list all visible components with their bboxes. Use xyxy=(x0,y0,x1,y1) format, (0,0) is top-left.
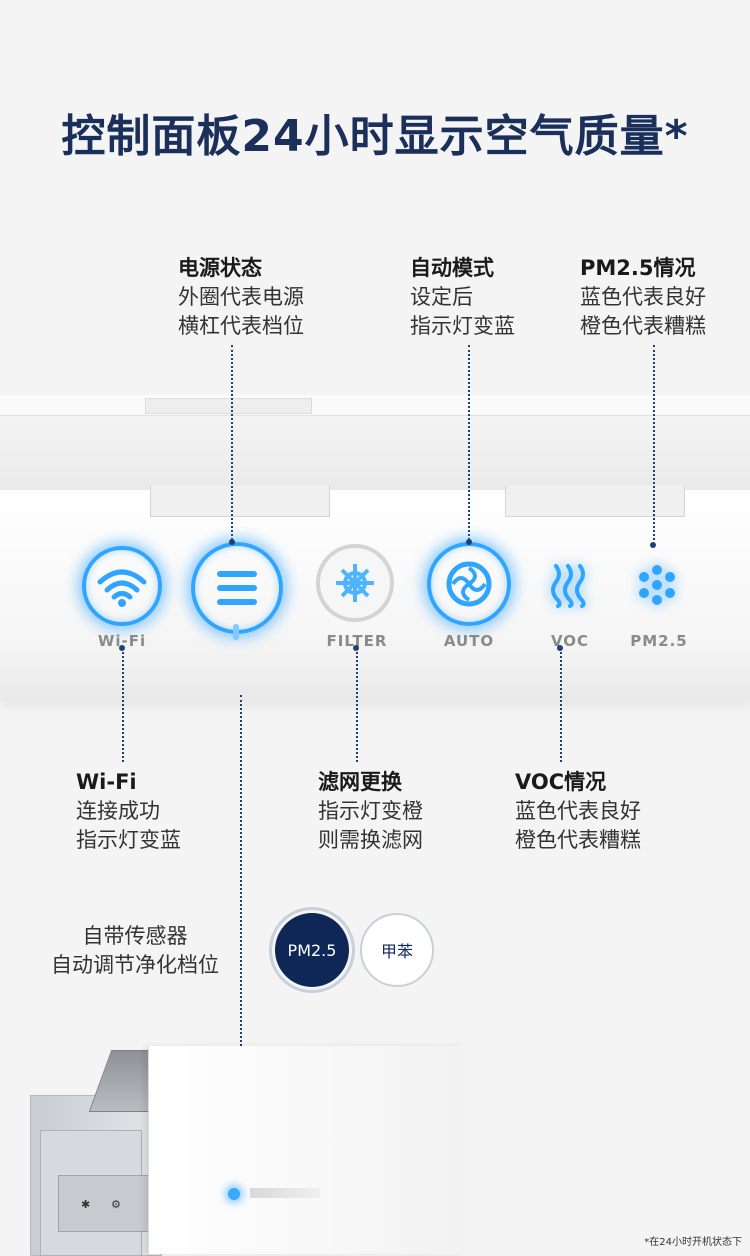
purifier-control-box: ✱ ⚙ xyxy=(58,1175,150,1232)
caption-pm25: PM2.5情况 蓝色代表良好 橙色代表糟糕 xyxy=(580,254,706,341)
leader-voc xyxy=(560,652,562,762)
caption-pm25-line2: 橙色代表糟糕 xyxy=(580,314,706,338)
caption-voc: VOC情况 蓝色代表良好 橙色代表糟糕 xyxy=(515,768,641,855)
caption-power: 电源状态 外圈代表电源 横杠代表档位 xyxy=(178,254,304,341)
leader-sensor xyxy=(240,695,242,1090)
caption-sensor-line1: 自带传感器 xyxy=(82,924,188,948)
auto-label: AUTO xyxy=(443,632,495,650)
auto-dot xyxy=(466,539,472,545)
pm25-indicator xyxy=(634,562,680,608)
purifier-status-light xyxy=(228,1188,240,1200)
power-dot xyxy=(229,539,235,545)
wifi-icon xyxy=(97,569,147,607)
voc-indicator xyxy=(548,562,588,608)
voc-icon xyxy=(551,564,586,608)
device-top-lip xyxy=(145,398,312,414)
wifi-button[interactable] xyxy=(82,546,162,626)
caption-wifi: Wi-Fi 连接成功 指示灯变蓝 xyxy=(76,768,181,855)
caption-wifi-heading: Wi-Fi xyxy=(76,770,137,794)
device-top-edge xyxy=(0,395,750,416)
pm25-badge: PM2.5 xyxy=(275,913,349,987)
filter-label: FILTER xyxy=(326,632,388,650)
caption-sensor: 自带传感器 自动调节净化档位 xyxy=(40,922,230,980)
power-indicator xyxy=(233,624,239,640)
page-title: 控制面板24小时显示空气质量* xyxy=(61,111,689,162)
filter-button[interactable] xyxy=(316,544,394,622)
footnote: *在24小时开机状态下 xyxy=(644,1237,742,1248)
auto-button[interactable] xyxy=(427,542,511,626)
caption-auto-heading: 自动模式 xyxy=(410,256,494,280)
pm25-dot xyxy=(650,542,656,548)
caption-pm25-line1: 蓝色代表良好 xyxy=(580,285,706,309)
leader-pm25 xyxy=(653,345,655,540)
panel-tab-left xyxy=(150,486,330,517)
fan-speed-icon xyxy=(217,571,257,605)
panel-tab-right xyxy=(505,486,685,517)
caption-power-line2: 横杠代表档位 xyxy=(178,314,304,338)
caption-filter-heading: 滤网更换 xyxy=(318,770,402,794)
leader-auto xyxy=(468,345,470,540)
purifier-logo-plate xyxy=(250,1188,320,1198)
leader-wifi xyxy=(122,652,124,762)
auto-mode-icon xyxy=(446,561,492,607)
caption-pm25-heading: PM2.5情况 xyxy=(580,256,696,280)
wifi-label: Wi-Fi xyxy=(97,632,147,650)
caption-voc-line2: 橙色代表糟糕 xyxy=(515,828,641,852)
power-button[interactable] xyxy=(191,542,283,634)
caption-power-heading: 电源状态 xyxy=(178,256,262,280)
caption-auto-line1: 设定后 xyxy=(410,285,473,309)
caption-auto: 自动模式 设定后 指示灯变蓝 xyxy=(410,254,515,341)
toluene-badge: 甲苯 xyxy=(360,913,434,987)
caption-auto-line2: 指示灯变蓝 xyxy=(410,314,515,338)
leader-filter xyxy=(356,652,358,762)
caption-wifi-line2: 指示灯变蓝 xyxy=(76,828,181,852)
filter-icon xyxy=(336,564,374,602)
caption-filter-line1: 指示灯变橙 xyxy=(318,799,423,823)
voc-label: VOC xyxy=(550,632,590,650)
caption-voc-line1: 蓝色代表良好 xyxy=(515,799,641,823)
caption-power-line1: 外圈代表电源 xyxy=(178,285,304,309)
purifier-gear-icon: ⚙ xyxy=(111,1198,121,1211)
pm25-label: PM2.5 xyxy=(630,632,688,650)
filter-dot xyxy=(353,645,359,651)
leader-power xyxy=(231,345,233,540)
voc-dot xyxy=(557,645,563,651)
caption-filter-line2: 则需换滤网 xyxy=(318,828,423,852)
caption-sensor-line2: 自动调节净化档位 xyxy=(51,953,219,977)
caption-filter: 滤网更换 指示灯变橙 则需换滤网 xyxy=(318,768,423,855)
purifier-fan-icon: ✱ xyxy=(81,1198,91,1211)
purifier-front-panel xyxy=(148,1046,464,1254)
caption-wifi-line1: 连接成功 xyxy=(76,799,160,823)
wifi-dot xyxy=(119,645,125,651)
caption-voc-heading: VOC情况 xyxy=(515,770,607,794)
pm25-icon xyxy=(639,565,675,605)
